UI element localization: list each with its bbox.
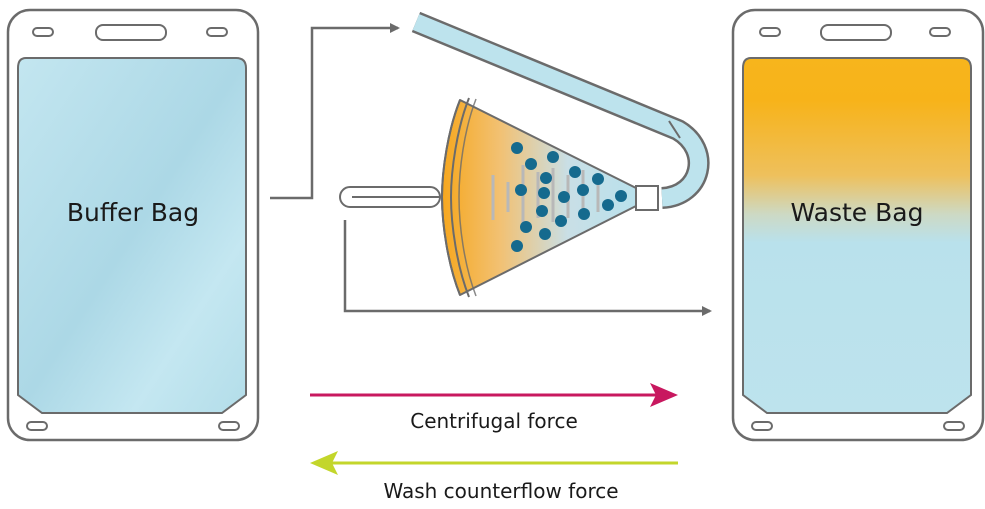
waste-bag-hanger-slot bbox=[820, 24, 892, 41]
waste-bag-label: Waste Bag bbox=[791, 198, 924, 227]
cell-particle bbox=[578, 208, 590, 220]
centrifugal-force-arrow bbox=[310, 383, 678, 407]
cell-particle bbox=[577, 184, 589, 196]
cell-particle bbox=[511, 142, 523, 154]
cell-particle bbox=[525, 158, 537, 170]
chamber-rim-right bbox=[449, 97, 470, 298]
buffer-bag-label: Buffer Bag bbox=[67, 198, 199, 227]
cell-particle bbox=[539, 228, 551, 240]
return-tubing bbox=[411, 11, 710, 211]
buffer-bag: Buffer Bag bbox=[6, 8, 260, 442]
waste-bag-bottom-left-hole bbox=[751, 421, 773, 431]
waste-bag: Waste Bag bbox=[731, 8, 985, 442]
cell-particle bbox=[540, 172, 552, 184]
tubing-fluid bbox=[412, 14, 708, 207]
cell-particle bbox=[536, 205, 548, 217]
waste-bag-bottom-right-hole bbox=[943, 421, 965, 431]
chamber-rim-outer bbox=[458, 98, 477, 297]
tubing-connector bbox=[635, 185, 659, 211]
chamber-rim-left bbox=[440, 99, 461, 296]
cell-particles bbox=[511, 142, 627, 252]
cell-particle bbox=[515, 184, 527, 196]
waste-bag-fluid bbox=[742, 57, 972, 414]
cell-particle bbox=[615, 190, 627, 202]
tubing-joint bbox=[668, 120, 681, 139]
buffer-bag-top-right-hole bbox=[206, 27, 228, 37]
cell-particle bbox=[558, 191, 570, 203]
centrifugal-force-label: Centrifugal force bbox=[410, 409, 578, 433]
wash-counterflow-force-arrow bbox=[310, 451, 678, 475]
cell-particle bbox=[592, 173, 604, 185]
buffer-bag-bottom-left-hole bbox=[26, 421, 48, 431]
cell-particle bbox=[555, 215, 567, 227]
centrifuge-chamber bbox=[339, 97, 637, 298]
cell-particle bbox=[520, 221, 532, 233]
waste-bag-top-right-hole bbox=[929, 27, 951, 37]
buffer-bag-top-left-hole bbox=[32, 27, 54, 37]
buffer-bag-hanger-slot bbox=[95, 24, 167, 41]
buffer-bag-bottom-right-hole bbox=[218, 421, 240, 431]
wash-counterflow-force-arrowhead bbox=[310, 451, 338, 475]
cell-particle bbox=[511, 240, 523, 252]
chamber-to-waste-flow-arrow bbox=[343, 220, 712, 316]
centrifugal-force-arrowhead bbox=[650, 383, 678, 407]
cell-particle bbox=[547, 151, 559, 163]
cell-particle bbox=[538, 187, 550, 199]
wash-counterflow-force-label: Wash counterflow force bbox=[383, 479, 618, 503]
cell-particle bbox=[569, 166, 581, 178]
buffer-bag-fluid bbox=[17, 57, 247, 414]
buffer-to-chamber-flow-arrow bbox=[270, 23, 400, 200]
cell-particle bbox=[602, 199, 614, 211]
waste-bag-top-left-hole bbox=[759, 27, 781, 37]
